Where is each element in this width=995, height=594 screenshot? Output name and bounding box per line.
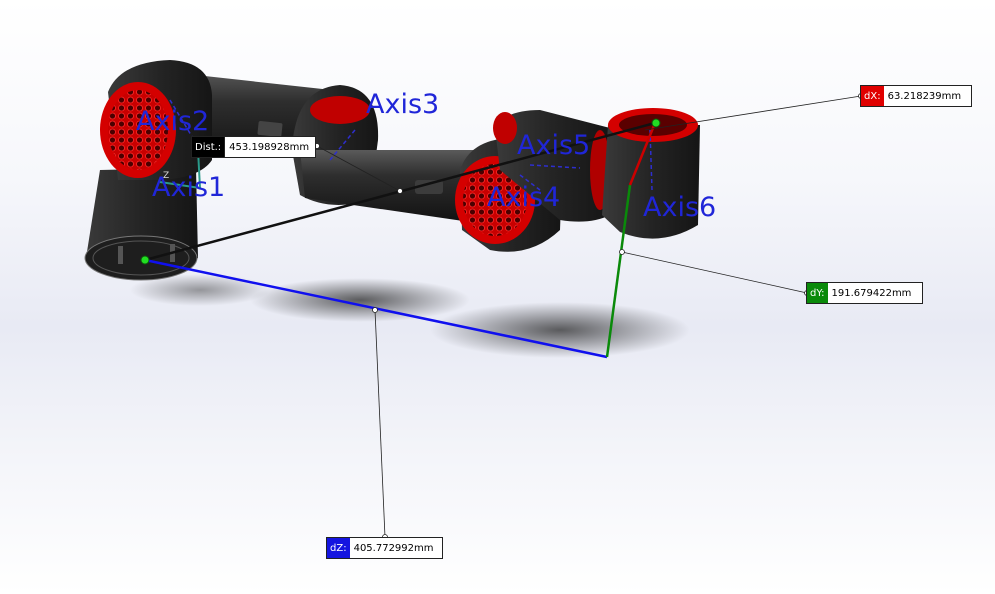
dz-callout[interactable]: dZ: 405.772992mm [326,537,443,559]
triad-z-label: Z [163,171,169,181]
axis1-label: Axis1 [152,172,225,203]
measure-point-end [651,118,661,128]
dz-tag: dZ: [327,538,350,558]
axis-centerlines [169,99,653,191]
dy-tag: dY: [807,283,828,303]
dy-value: 191.679422mm [831,287,912,299]
axis3-label: Axis3 [366,89,439,120]
dy-callout[interactable]: dY: 191.679422mm [806,282,923,304]
dy-measure-line [605,184,632,358]
dx-value: 63.218239mm [887,90,962,102]
dx-measure-line [628,122,657,186]
dist-tag: Dist.: [192,137,226,157]
dist-callout[interactable]: Dist.: 453.198928mm [191,136,316,158]
dx-tag: dX: [861,86,884,106]
axis-labels: Axis2 Axis1 Axis3 Axis5 Axis4 Axis6 [136,89,716,223]
dist-value: 453.198928mm [229,141,310,153]
axis6-label: Axis6 [643,192,716,223]
measure-point-start [140,255,150,265]
axis2-label: Axis2 [136,106,209,137]
shoulder-joint[interactable] [100,60,212,180]
dx-callout[interactable]: dX: 63.218239mm [860,85,972,107]
dz-value: 405.772992mm [353,542,434,554]
axis4-label: Axis4 [487,182,560,213]
callout-leaders [314,93,864,540]
floor-shadow [130,274,690,358]
axis5-label: Axis5 [517,130,590,161]
